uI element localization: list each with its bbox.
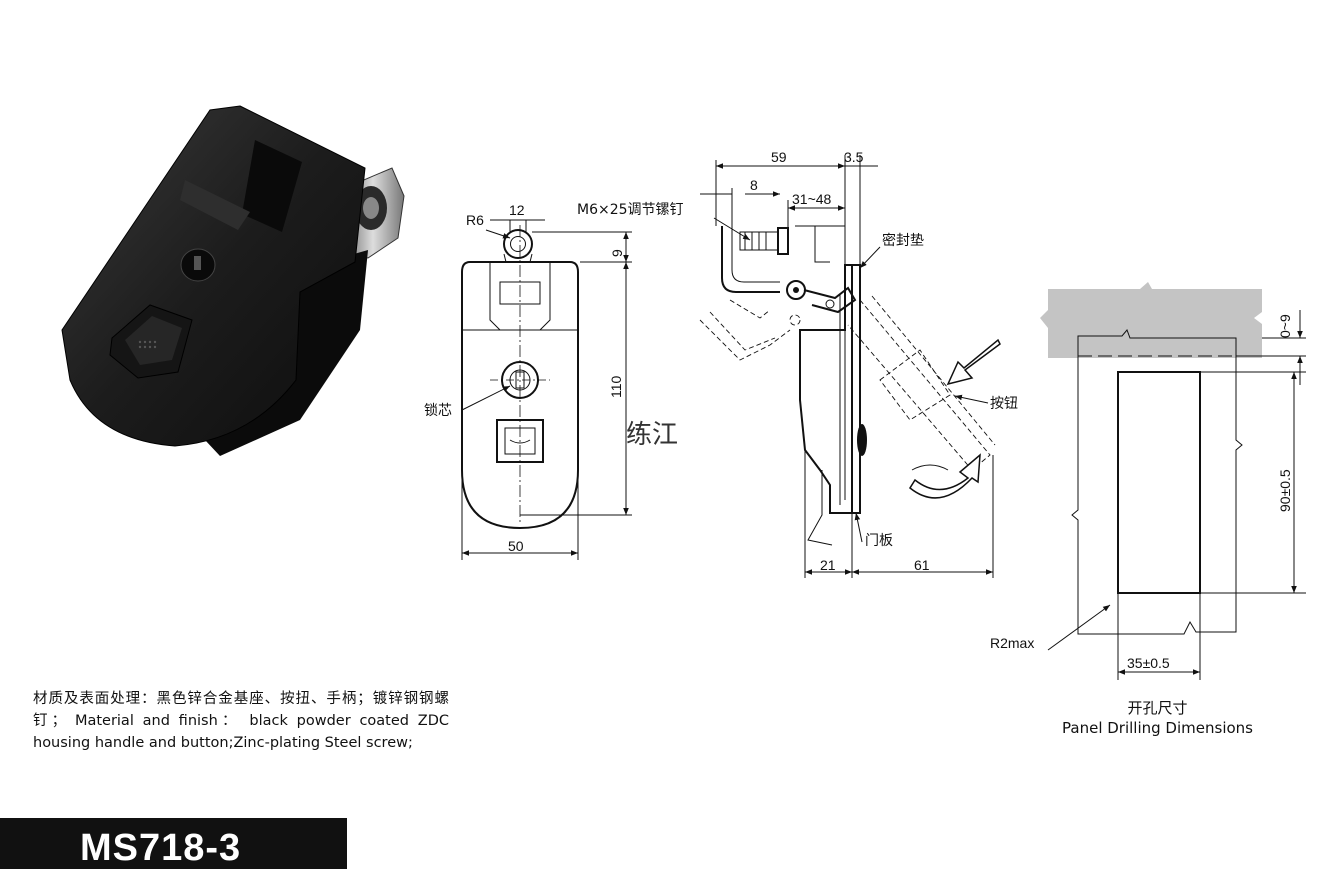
dim-r6: R6 (466, 212, 484, 228)
caption-cn: 开孔尺寸 (1127, 699, 1188, 717)
panel-cutout (1040, 282, 1306, 680)
cutout-caption: 开孔尺寸 Panel Drilling Dimensions (1040, 698, 1275, 738)
material-description: 材质及表面处理：黑色锌合金基座、按扭、手柄；镀锌钢钢螺钉； Material a… (33, 691, 449, 751)
model-number: MS718-3 (80, 827, 242, 869)
dim-3-5: 3.5 (844, 149, 864, 165)
dim-110: 110 (608, 375, 624, 398)
label-seal: 密封垫 (882, 232, 924, 249)
side-view (699, 155, 1001, 578)
dim-9: 9 (609, 249, 625, 257)
dim-59: 59 (771, 149, 787, 165)
front-view (461, 219, 632, 560)
label-adjust-screw: M6×25调节镙钉 (577, 202, 684, 218)
product-photo (61, 105, 405, 456)
label-lock-core: 锁芯 (424, 403, 452, 419)
label-door: 门板 (865, 533, 893, 549)
dim-21: 21 (820, 557, 836, 573)
dim-90: 90±0.5 (1277, 469, 1293, 512)
dim-0-9: 0~9 (1277, 314, 1293, 338)
dim-8: 8 (750, 177, 758, 193)
dim-50: 50 (508, 538, 524, 554)
model-banner (0, 818, 347, 869)
watermark: 练江 (626, 420, 679, 450)
caption-en: Panel Drilling Dimensions (1062, 719, 1253, 737)
dim-r2max: R2max (990, 635, 1034, 651)
label-button: 按钮 (990, 396, 1018, 412)
dim-35: 35±0.5 (1127, 655, 1170, 671)
dim-61: 61 (914, 557, 930, 573)
dim-12: 12 (509, 202, 525, 218)
dim-31-48: 31~48 (792, 191, 832, 207)
